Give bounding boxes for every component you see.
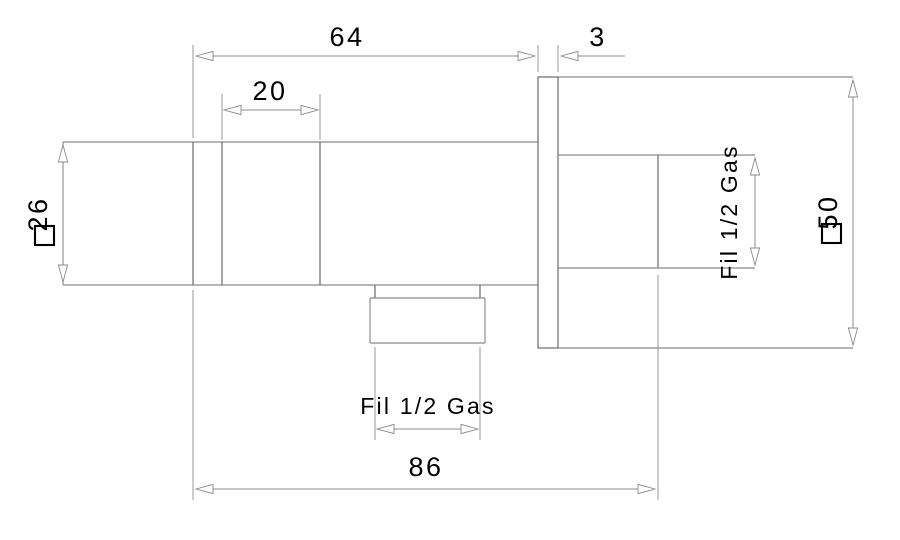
flange-plate [537,76,559,349]
wrench-flat-section [221,142,321,285]
dimension-label-64: 64 [329,22,364,52]
dimension-square-26: 26 [23,144,69,283]
dimension-flat-20: 20 [223,76,319,116]
part-outline-group [62,76,853,349]
dimension-label-86: 86 [408,452,443,482]
note-thread-bottom: Fil 1/2 Gas [360,393,495,435]
square-symbol-26 [33,224,56,247]
right-thread-bore [558,154,755,269]
dimension-overall-86: 86 [195,452,656,495]
note-thread-bottom-label: Fil 1/2 Gas [360,393,495,419]
dimension-label-3: 3 [589,22,607,52]
bottom-boss [369,285,486,344]
dimension-length-64: 64 [195,22,536,62]
right-spigot-body [558,76,853,349]
main-barrel-body [192,141,538,286]
dimension-label-20: 20 [252,76,287,106]
note-thread-right-label: Fil 1/2 Gas [716,144,742,279]
dimension-thickness-3: 3 [560,22,625,62]
note-thread-right: Fil 1/2 Gas [716,144,761,280]
left-square-body [62,141,193,286]
square-symbol-50 [820,222,843,245]
extension-lines-group [192,45,659,500]
dimension-square-50: 50 [813,79,859,346]
